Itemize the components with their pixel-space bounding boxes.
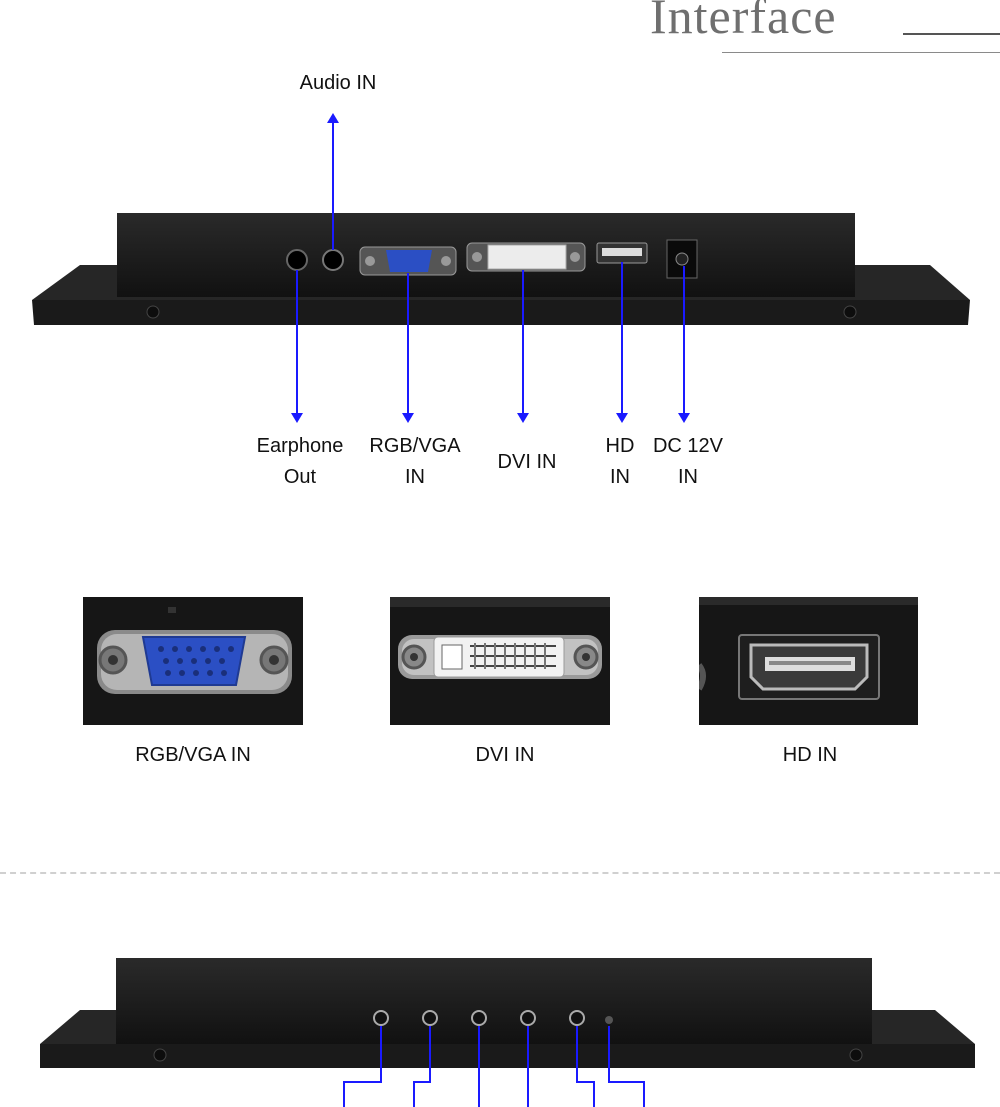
dc-power-jack [666, 239, 698, 279]
label-dc-12v-in: DC 12V IN [652, 435, 724, 488]
button-4 [520, 1010, 536, 1026]
power-led [605, 1016, 613, 1024]
button-leader-lines [343, 1026, 645, 1107]
button-3 [471, 1010, 487, 1026]
monitor-base-bottom [40, 958, 975, 1068]
label-hd-in: HD IN [605, 435, 635, 488]
caption-hd-in: HD IN [782, 744, 838, 766]
title-rule [903, 33, 1000, 35]
label-earphone-out: Earphone Out [256, 435, 344, 488]
hdmi-port [596, 242, 648, 264]
dashed-divider [0, 872, 1000, 874]
label-rgb-vga-in: RGB/VGA IN [369, 435, 461, 488]
section-title: Interface [650, 0, 837, 44]
earphone-jack [286, 249, 308, 271]
label-dvi-in: DVI IN [497, 451, 557, 473]
caption-rgb-vga-in: RGB/VGA IN [135, 744, 251, 766]
vga-port-photo [83, 597, 303, 725]
hdmi-port-photo [699, 597, 918, 725]
caption-dvi-in: DVI IN [475, 744, 535, 766]
button-1 [373, 1010, 389, 1026]
vga-port [359, 246, 457, 276]
button-5 [569, 1010, 585, 1026]
title-underline [722, 52, 1000, 53]
label-audio-in: Audio IN [299, 72, 377, 94]
dvi-port-photo [390, 597, 610, 725]
audio-jack [322, 249, 344, 271]
dvi-port [466, 242, 586, 272]
button-2 [422, 1010, 438, 1026]
